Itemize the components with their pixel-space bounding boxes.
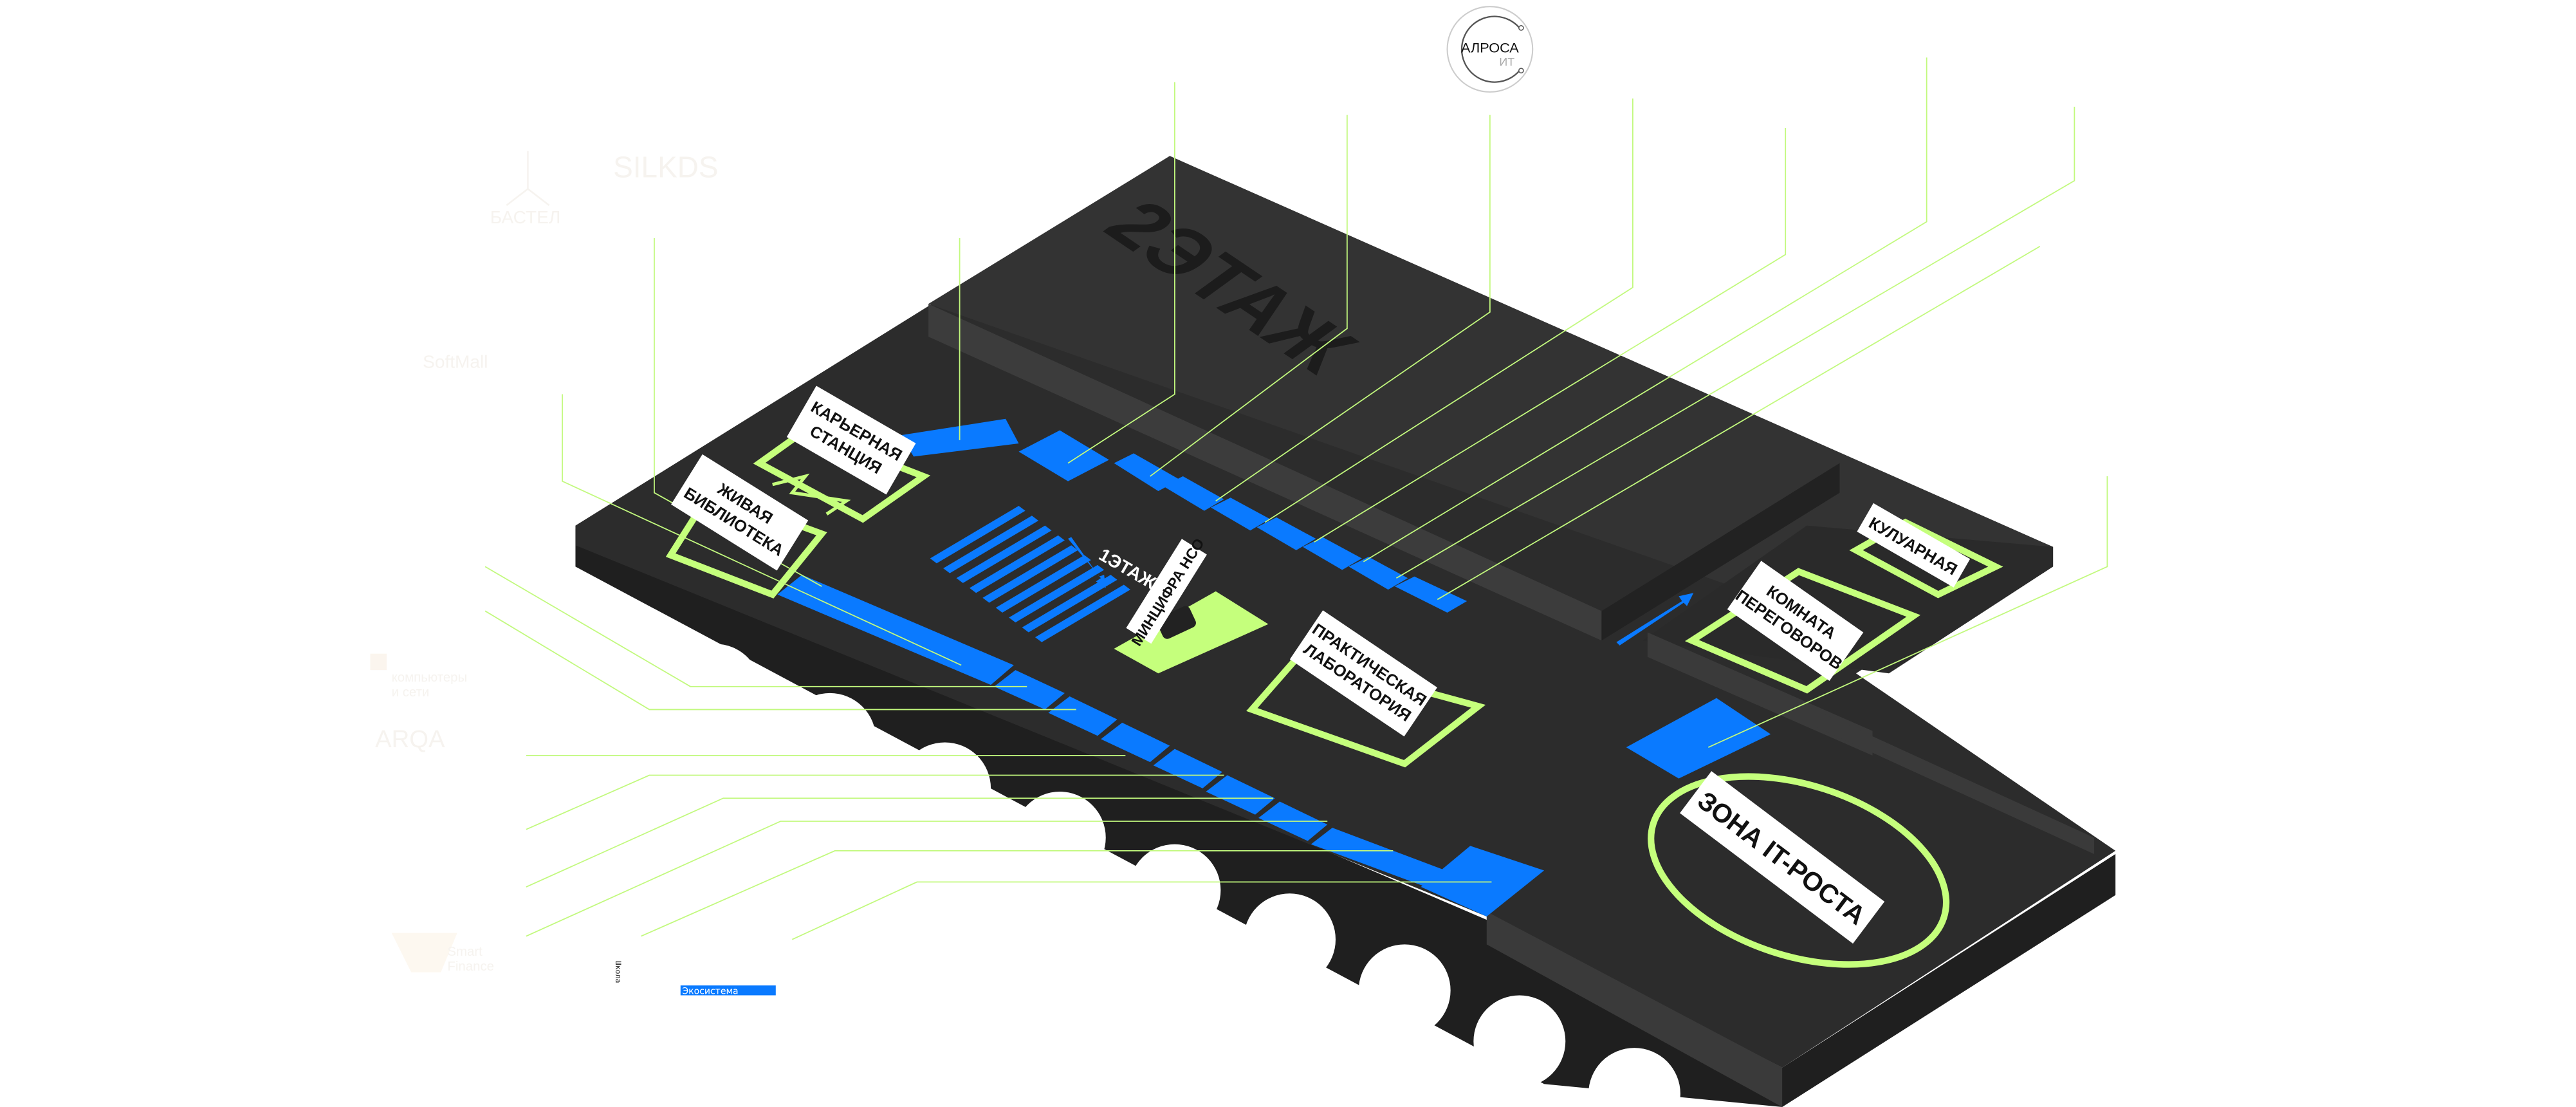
logo-bastel-mark [506, 151, 550, 207]
blue-zone [1302, 537, 1362, 570]
partner-logos: БАСТЕЛ SILKDS SoftMall компьютеры и сети… [370, 151, 776, 997]
floor-edge-part-part [1128, 844, 1221, 936]
floor-edge-part-part [899, 742, 991, 835]
mincifra-icon [1156, 606, 1196, 639]
stairs-part [930, 505, 1026, 564]
floor-edge-part-part [784, 693, 876, 785]
floor-edge-part-part [1473, 995, 1566, 1088]
leader-lines-part [1264, 98, 1633, 523]
label-meeting-part [1727, 561, 1864, 681]
leader-lines [484, 57, 2108, 940]
label-career-part [786, 386, 916, 495]
floor-edge-part-part [1588, 1048, 1680, 1107]
blue-zone [1256, 517, 1316, 550]
logo-itsf-mark [391, 933, 457, 972]
stairs [930, 505, 1131, 642]
floor-edge-part-part [1358, 944, 1451, 1037]
blue-zone [1048, 696, 1118, 736]
logo-arqa: ARQA [375, 725, 445, 753]
leader-lines-part [641, 850, 1394, 937]
career-outline [753, 426, 931, 523]
blue-zone [1114, 453, 1180, 492]
floor-edge-part-part [1013, 792, 1106, 884]
leader-lines-part [1395, 106, 2075, 579]
leader-lines-part [1314, 128, 1787, 543]
label-lab-part [1289, 610, 1437, 737]
label-lounge-part [1857, 503, 1971, 588]
leader-lines-part [1150, 115, 1348, 477]
stairs-part [969, 535, 1065, 593]
floor-edge-part [668, 644, 1680, 1107]
stairs-part [982, 545, 1078, 603]
logo-ecosystem-bg [680, 985, 776, 996]
blue-zone [1211, 498, 1270, 531]
leader-lines-part [526, 821, 1328, 937]
stairs-part [995, 555, 1091, 613]
alrosa-logo-sub: ИТ [1499, 55, 1514, 68]
blue-zone [1153, 749, 1222, 788]
alrosa-logo: АЛРОСА ИТ [1446, 6, 1534, 93]
logo-silkds: SILKDS [613, 151, 718, 184]
leader-lines-part [526, 774, 1224, 830]
blue-zone [777, 575, 1014, 685]
stairs-part [1022, 575, 1118, 633]
floor-edge-part-part [668, 644, 761, 736]
blue-zone [1394, 576, 1467, 613]
career-zigzag [772, 473, 851, 516]
mincifra-zone [1114, 591, 1269, 674]
logo-itsf-line1: Smart [447, 945, 483, 959]
blue-zone [1626, 698, 1771, 779]
leader-lines-part [791, 881, 1492, 940]
stairs-part [956, 525, 1052, 583]
leader-lines-part [484, 566, 1027, 687]
it-zone-platform-side [1486, 911, 1783, 1107]
floor-edge [575, 528, 2116, 1107]
logo-computers-line1: компьютеры [392, 671, 468, 685]
blue-zone [1163, 476, 1224, 511]
leader-lines-part [1067, 82, 1175, 464]
alrosa-logo-part [1460, 15, 1520, 83]
blue-zones [777, 418, 1771, 916]
blue-zone [1101, 722, 1170, 763]
leader-lines-part [1707, 476, 2108, 748]
label-meeting[interactable]: КОМНАТА ПЕРЕГОВОРОВ [1727, 561, 1864, 682]
blue-zone [1018, 430, 1109, 481]
label-it-zone-part [1680, 771, 1885, 944]
lab-outline [1246, 653, 1486, 768]
logo-itsf-line2: Finance [447, 960, 494, 974]
stairs-part [1009, 564, 1105, 623]
alrosa-logo-part [1518, 68, 1524, 74]
leader-lines-part [562, 394, 962, 666]
logo-softmall: SoftMall [423, 352, 488, 372]
blue-zone [1421, 846, 1545, 916]
label-mincifra-part [1126, 539, 1207, 644]
blue-zone [1206, 775, 1275, 815]
leader-lines-part [484, 610, 1076, 711]
blue-zone [994, 670, 1065, 710]
leader-lines-part [1363, 57, 1927, 563]
leader-lines-part [526, 797, 1274, 888]
floor-2-wall-side [1601, 463, 1840, 641]
blue-zone [1348, 557, 1408, 590]
logo-school: Школа [614, 961, 623, 983]
leader-lines-part [1437, 246, 2041, 600]
stairs-part [943, 516, 1039, 573]
it-zone-outline [1648, 773, 1950, 968]
floor-edge-part-part [1244, 893, 1336, 986]
stairs-arrow-icon [1068, 537, 1106, 588]
logo-computers-icon [370, 653, 387, 671]
logo-computers-line2: и сети [392, 685, 430, 700]
logo-ecosystem: Экосистема [682, 987, 738, 997]
stairs-part [1035, 584, 1131, 642]
alrosa-logo-part [1446, 6, 1534, 93]
direction-arrow-icon [1616, 593, 1694, 646]
it-zone-step [1807, 706, 2094, 855]
leader-lines-part [1215, 115, 1491, 502]
label-library-part [671, 454, 809, 571]
blue-zone [1311, 828, 1446, 888]
alrosa-logo-name: АЛРОСА [1461, 40, 1519, 56]
logo-bastel: БАСТЕЛ [490, 207, 561, 227]
alrosa-logo-part [1518, 25, 1524, 31]
